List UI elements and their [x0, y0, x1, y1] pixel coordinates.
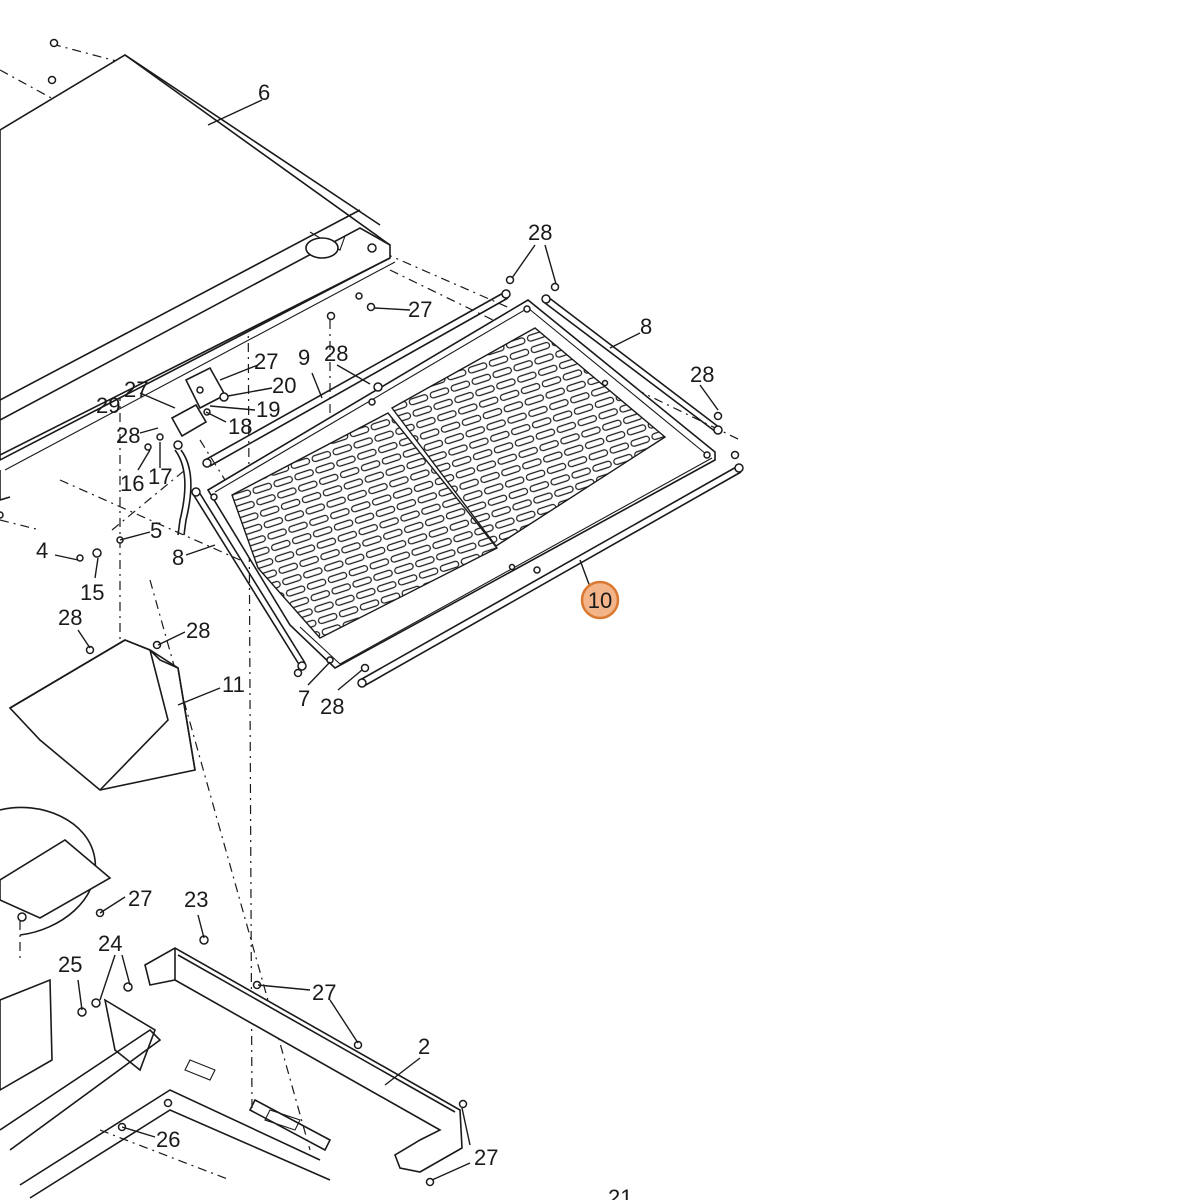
- callout-28: 28: [320, 694, 344, 719]
- callout-28: 28: [186, 618, 210, 643]
- callout-24: 24: [98, 931, 122, 956]
- callout-highlight-circle: [580, 580, 620, 620]
- callout-8: 8: [172, 545, 184, 570]
- callout-21: 21: [608, 1185, 632, 1200]
- callout-28: 28: [116, 423, 140, 448]
- callout-29: 29: [96, 393, 120, 418]
- callout-20: 20: [272, 373, 296, 398]
- side-rods: [191, 294, 723, 671]
- bracket-assembly: [76, 366, 229, 562]
- callout-8: 8: [640, 314, 652, 339]
- lower-cross-member: [144, 935, 468, 1187]
- screen-tray: [206, 299, 716, 669]
- callout-26: 26: [156, 1127, 180, 1152]
- chute: [8, 639, 196, 791]
- callout-27: 27: [408, 297, 432, 322]
- callout-5: 5: [150, 518, 162, 543]
- callout-10: 10: [588, 588, 612, 613]
- rear-support-bar: [357, 463, 744, 688]
- callout-28: 28: [528, 220, 552, 245]
- callout-28: 28: [690, 362, 714, 387]
- callout-labels: 6 28 27 8 9 28 27 20 27 29 19 28 18 28 1…: [36, 80, 714, 1200]
- callout-27: 27: [312, 980, 336, 1005]
- callout-27: 27: [474, 1145, 498, 1170]
- callout-18: 18: [228, 414, 252, 439]
- callout-28: 28: [324, 341, 348, 366]
- callout-27: 27: [128, 886, 152, 911]
- callout-28: 28: [58, 605, 82, 630]
- callout-19: 19: [256, 397, 280, 422]
- leader-lines: [54, 99, 719, 1181]
- loose-fasteners: [0, 38, 740, 678]
- highlighted-callout: 10: [580, 580, 620, 620]
- callout-11: 11: [222, 672, 245, 697]
- lower-fan-plate: [0, 806, 331, 1199]
- callout-9: 9: [298, 345, 310, 370]
- callout-7: 7: [298, 686, 310, 711]
- callout-16: 16: [120, 471, 144, 496]
- callout-2: 2: [418, 1034, 430, 1059]
- callout-27: 27: [254, 349, 278, 374]
- callout-4: 4: [36, 538, 48, 563]
- callout-27: 27: [124, 377, 148, 402]
- callout-15: 15: [80, 580, 104, 605]
- callout-6: 6: [258, 80, 270, 105]
- callout-17: 17: [148, 464, 172, 489]
- callout-23: 23: [184, 887, 208, 912]
- upper-housing: [0, 54, 396, 501]
- callout-25: 25: [58, 952, 82, 977]
